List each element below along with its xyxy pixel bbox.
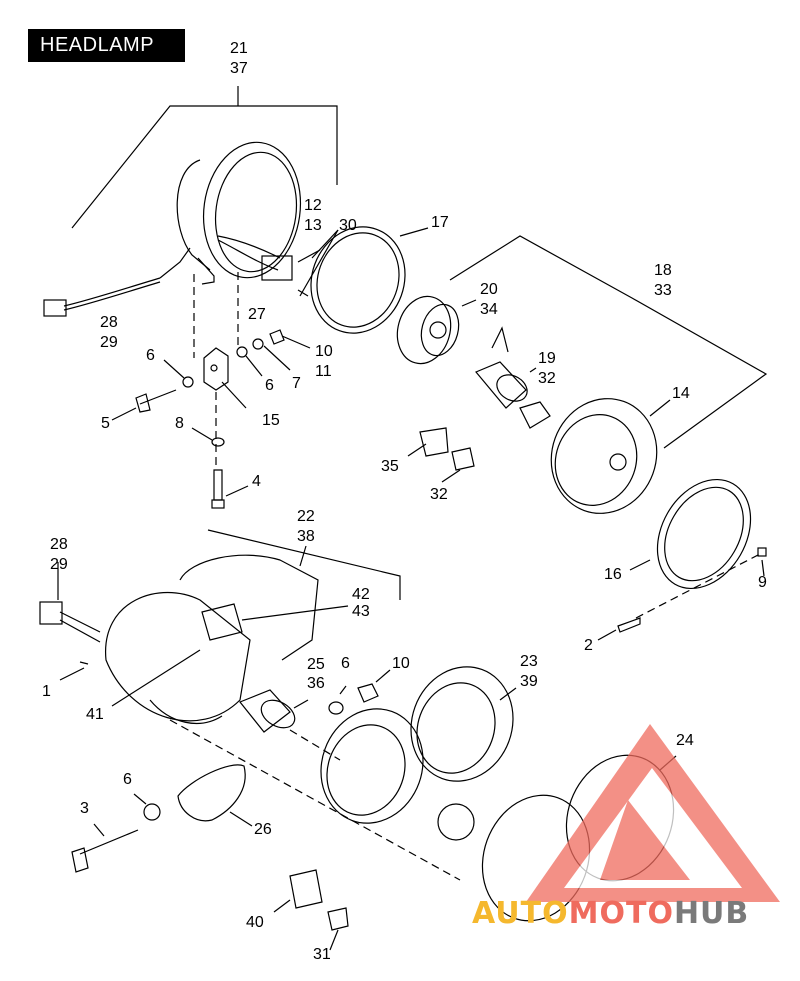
bulb-lower — [239, 689, 296, 733]
callout-35: 35 — [381, 458, 399, 475]
callout-6-d: 6 — [123, 771, 132, 788]
callout-10-upper: 10 — [315, 343, 333, 360]
watermark-logo — [526, 724, 780, 902]
callout-32-b: 32 — [430, 486, 448, 503]
callout-36: 36 — [307, 675, 325, 692]
callout-28-lower: 28 — [50, 536, 68, 553]
callout-29-upper: 29 — [100, 334, 118, 351]
callout-28-upper: 28 — [100, 314, 118, 331]
callout-26: 26 — [254, 821, 272, 838]
callout-10-lower: 10 — [392, 655, 410, 672]
callout-14: 14 — [672, 385, 690, 402]
callout-13: 13 — [304, 217, 322, 234]
callout-38: 38 — [297, 528, 315, 545]
bulb-socket — [396, 295, 460, 365]
callout-37: 37 — [230, 60, 248, 77]
callout-39: 39 — [520, 673, 538, 690]
callout-2: 2 — [584, 637, 593, 654]
callout-12: 12 — [304, 197, 322, 214]
watermark-moto: MOTO — [568, 896, 674, 931]
callout-6-c: 6 — [341, 655, 350, 672]
callout-16: 16 — [604, 566, 622, 583]
callout-21: 21 — [230, 40, 248, 57]
callout-33: 33 — [654, 282, 672, 299]
callout-1: 1 — [42, 683, 51, 700]
mount-block — [203, 347, 229, 391]
callout-34: 34 — [480, 301, 498, 318]
callout-40: 40 — [246, 914, 264, 931]
lens-lower — [320, 666, 514, 841]
watermark-auto: AUTO — [472, 896, 569, 931]
callout-32-a: 32 — [538, 370, 556, 387]
lower-housing — [105, 554, 319, 724]
callout-15: 15 — [262, 412, 280, 429]
leader-21-37 — [71, 105, 338, 229]
callout-11: 11 — [315, 363, 332, 380]
callout-8: 8 — [175, 415, 184, 432]
lens-upper — [550, 398, 658, 514]
callout-3: 3 — [80, 800, 89, 817]
watermark-text: AUTOMOTOHUB — [472, 896, 749, 931]
callout-19: 19 — [538, 350, 556, 367]
callout-17: 17 — [431, 214, 449, 231]
callout-27: 27 — [248, 306, 266, 323]
callout-24: 24 — [676, 732, 694, 749]
diagram-title: HEADLAMP — [28, 29, 185, 62]
callout-30: 30 — [339, 217, 357, 234]
callout-25: 25 — [307, 656, 325, 673]
callout-6-b: 6 — [265, 377, 274, 394]
callout-23: 23 — [520, 653, 538, 670]
callout-20: 20 — [480, 281, 498, 298]
callout-5: 5 — [101, 415, 110, 432]
callout-31: 31 — [313, 946, 331, 963]
trim-ring-upper — [310, 226, 406, 334]
callout-29-lower: 29 — [50, 556, 68, 573]
callout-18: 18 — [654, 262, 672, 279]
watermark-hub: HUB — [673, 896, 750, 931]
callout-41: 41 — [86, 706, 104, 723]
callout-42: 42 — [352, 586, 370, 603]
callout-22: 22 — [297, 508, 315, 525]
bulb — [475, 326, 551, 429]
callout-7: 7 — [292, 375, 301, 392]
callout-43: 43 — [352, 603, 370, 620]
callout-6-a: 6 — [146, 347, 155, 364]
trim-ring-16 — [656, 478, 752, 590]
upper-housing — [159, 141, 302, 285]
callout-9: 9 — [758, 574, 767, 591]
callout-4: 4 — [252, 473, 261, 490]
